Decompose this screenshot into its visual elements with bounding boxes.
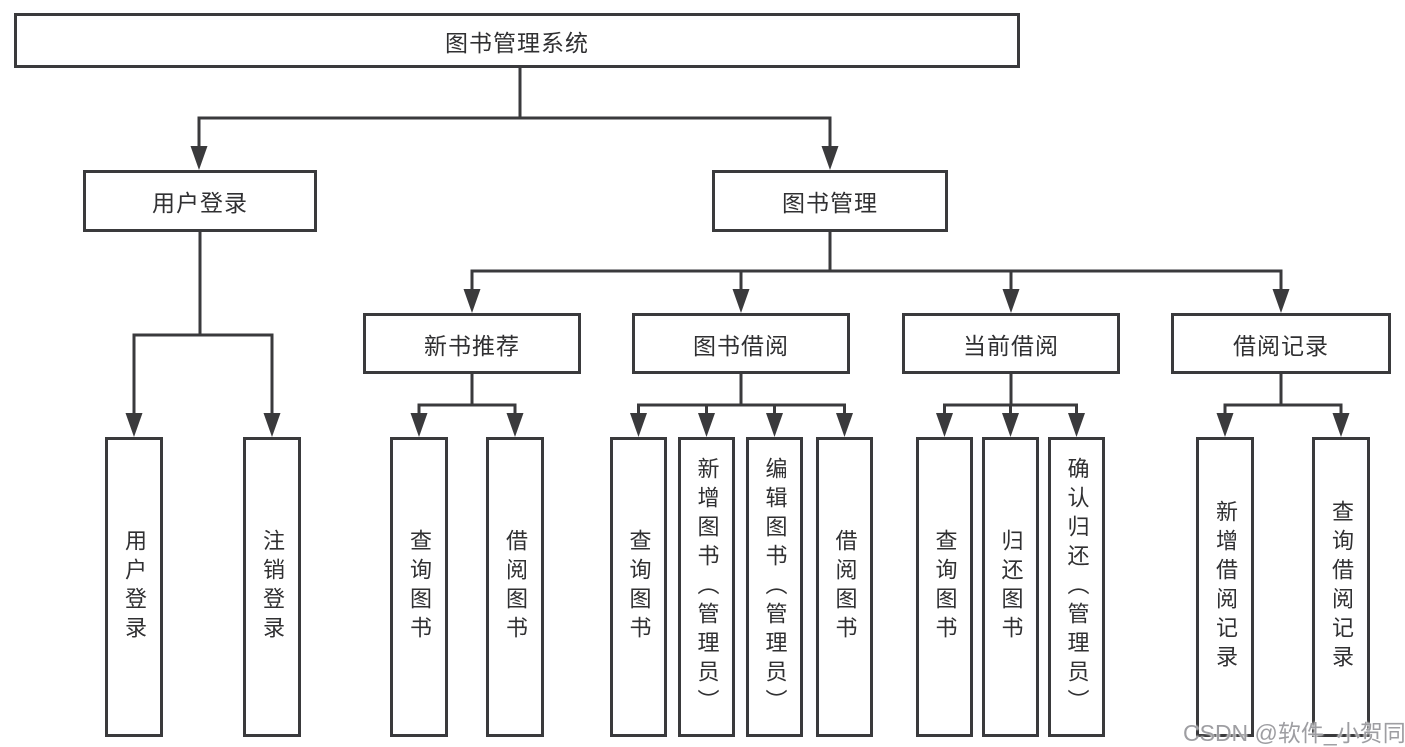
arrowhead-down-icon — [821, 146, 839, 170]
arrowhead-down-icon — [125, 413, 143, 437]
leaf-borrow-edit-book-admin: 编辑图书（管理员） — [746, 437, 803, 737]
arrowhead-down-icon — [836, 413, 853, 437]
arrowhead-down-icon — [936, 413, 953, 437]
leaf-borrow-add-book-admin: 新增图书（管理员） — [678, 437, 735, 737]
leaf-borrow-borrow-book: 借阅图书 — [816, 437, 873, 737]
leaf-user-login: 用户登录 — [105, 437, 163, 737]
node-book-borrow: 图书借阅 — [632, 313, 850, 374]
arrowhead-down-icon — [732, 289, 750, 313]
leaf-borrow-query-book: 查询图书 — [610, 437, 667, 737]
arrowhead-down-icon — [1272, 289, 1290, 313]
node-root-system: 图书管理系统 — [14, 13, 1020, 68]
arrowhead-down-icon — [698, 413, 715, 437]
watermark: CSDN @软件_小贺同学 — [1183, 720, 1405, 746]
node-user-login: 用户登录 — [83, 170, 317, 232]
arrowhead-down-icon — [190, 146, 208, 170]
leaf-records-add-record: 新增借阅记录 — [1196, 437, 1254, 737]
arrowhead-down-icon — [1068, 413, 1085, 437]
arrowhead-down-icon — [1002, 413, 1019, 437]
leaf-current-return-book: 归还图书 — [982, 437, 1039, 737]
node-new-book-recommend: 新书推荐 — [363, 313, 581, 374]
leaf-logout: 注销登录 — [243, 437, 301, 737]
node-borrow-records: 借阅记录 — [1171, 313, 1391, 374]
arrowhead-down-icon — [263, 413, 281, 437]
leaf-current-confirm-return-admin: 确认归还（管理员） — [1048, 437, 1105, 737]
arrowhead-down-icon — [766, 413, 783, 437]
arrowhead-down-icon — [1332, 413, 1350, 437]
arrowhead-down-icon — [463, 289, 481, 313]
arrowhead-down-icon — [1216, 413, 1234, 437]
node-current-borrow: 当前借阅 — [902, 313, 1120, 374]
arrowhead-down-icon — [1002, 289, 1020, 313]
leaf-current-query-book: 查询图书 — [916, 437, 973, 737]
arrowhead-down-icon — [410, 413, 428, 437]
leaf-recommend-query-book: 查询图书 — [390, 437, 448, 737]
leaf-records-query-record: 查询借阅记录 — [1312, 437, 1370, 737]
arrowhead-down-icon — [630, 413, 647, 437]
arrowhead-down-icon — [506, 413, 524, 437]
node-book-management: 图书管理 — [712, 170, 948, 232]
leaf-recommend-borrow-book: 借阅图书 — [486, 437, 544, 737]
